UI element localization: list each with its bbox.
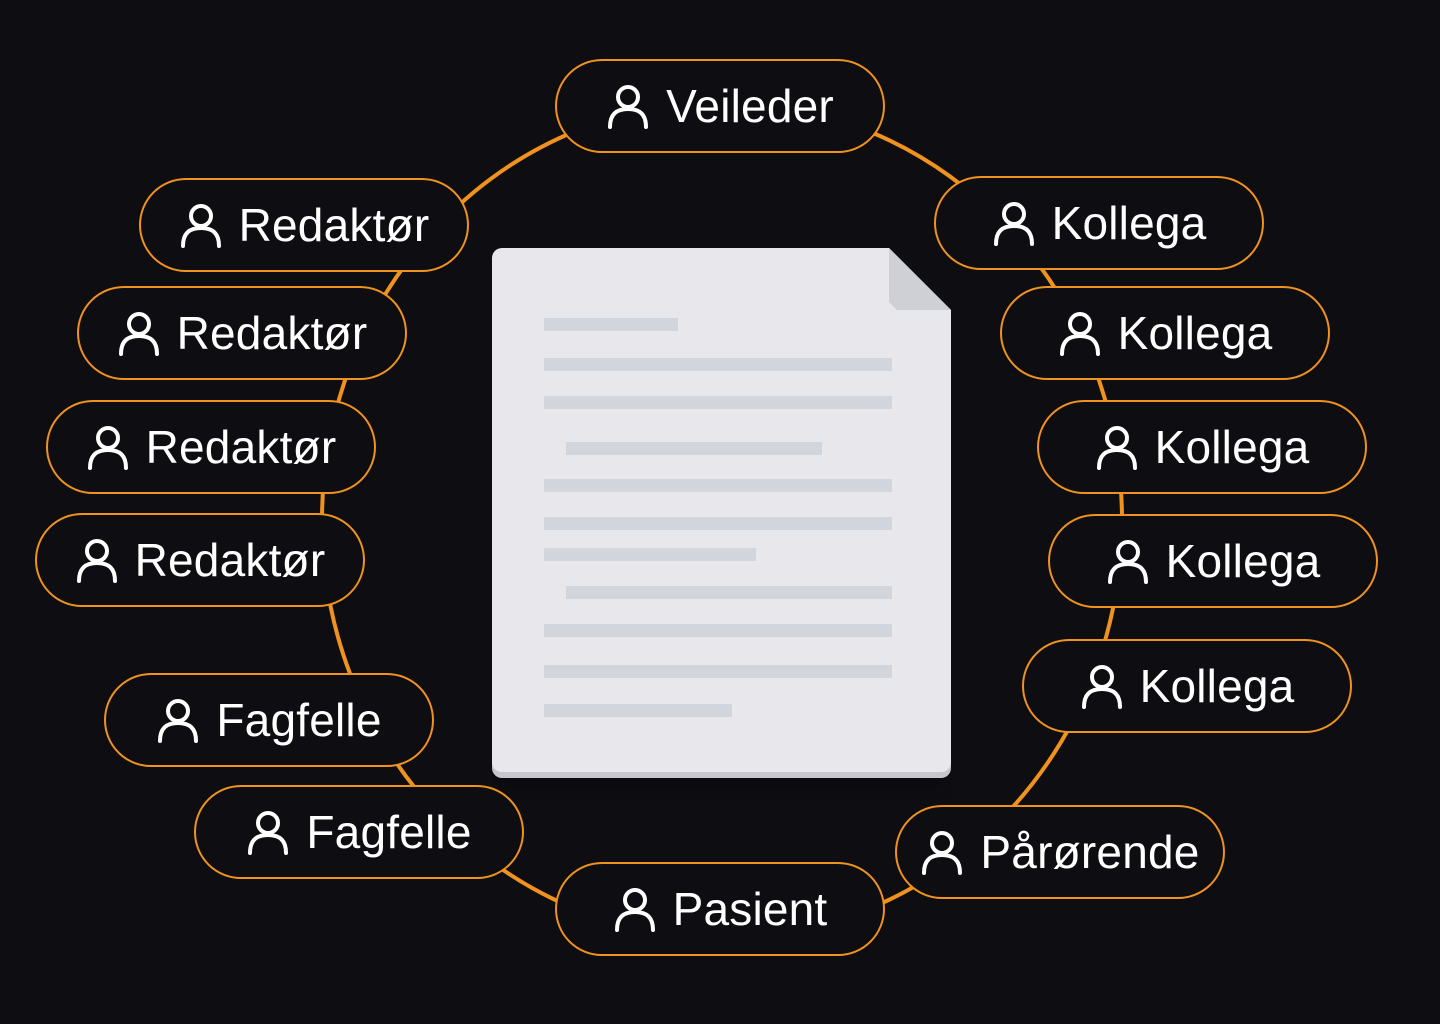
doc-line [544, 479, 892, 492]
doc-line [566, 442, 822, 455]
person-icon [993, 202, 1034, 246]
role-label: Kollega [1139, 660, 1295, 712]
doc-line [544, 358, 892, 371]
role-label: Redaktør [145, 421, 337, 473]
role-label: Kollega [1154, 421, 1310, 473]
role-label: Pårørende [980, 826, 1200, 878]
person-icon [248, 811, 289, 855]
person-icon [608, 85, 649, 129]
doc-line [544, 624, 892, 637]
role-pill-kollega-4[interactable]: Kollega [1048, 514, 1378, 608]
role-label: Redaktør [176, 307, 368, 359]
role-pill-parorende[interactable]: Pårørende [895, 805, 1225, 899]
doc-line [544, 396, 892, 409]
doc-line [544, 548, 756, 561]
role-pill-pasient[interactable]: Pasient [555, 862, 885, 956]
doc-line [544, 665, 892, 678]
person-icon [1059, 312, 1100, 356]
role-pill-redaktor-2[interactable]: Redaktør [77, 286, 407, 380]
doc-line [566, 586, 892, 599]
doc-line [544, 517, 892, 530]
role-pill-veileder[interactable]: Veileder [555, 59, 885, 153]
role-label: Pasient [672, 883, 828, 935]
person-icon [1107, 540, 1148, 584]
role-pill-redaktor-4[interactable]: Redaktør [35, 513, 365, 607]
role-pill-fagfelle-1[interactable]: Fagfelle [104, 673, 434, 767]
person-icon [1096, 426, 1137, 470]
doc-line [544, 704, 732, 717]
person-icon [118, 312, 159, 356]
person-icon [1081, 665, 1122, 709]
person-icon [158, 699, 199, 743]
person-icon [922, 831, 963, 875]
role-label: Fagfelle [306, 806, 472, 858]
person-icon [180, 204, 221, 248]
person-icon [76, 539, 117, 583]
role-label: Fagfelle [216, 694, 382, 746]
role-pill-redaktor-1[interactable]: Redaktør [139, 178, 469, 272]
role-label: Redaktør [238, 199, 430, 251]
role-pill-kollega-5[interactable]: Kollega [1022, 639, 1352, 733]
document-icon [492, 248, 951, 772]
role-pill-fagfelle-2[interactable]: Fagfelle [194, 785, 524, 879]
role-pill-kollega-1[interactable]: Kollega [934, 176, 1264, 270]
role-label: Kollega [1051, 197, 1207, 249]
role-label: Redaktør [134, 534, 326, 586]
role-label: Veileder [666, 80, 834, 132]
role-label: Kollega [1117, 307, 1273, 359]
role-label: Kollega [1165, 535, 1321, 587]
role-pill-kollega-2[interactable]: Kollega [1000, 286, 1330, 380]
doc-line [544, 318, 678, 331]
person-icon [87, 426, 128, 470]
role-pill-kollega-3[interactable]: Kollega [1037, 400, 1367, 494]
role-pill-redaktor-3[interactable]: Redaktør [46, 400, 376, 494]
person-icon [614, 888, 655, 932]
